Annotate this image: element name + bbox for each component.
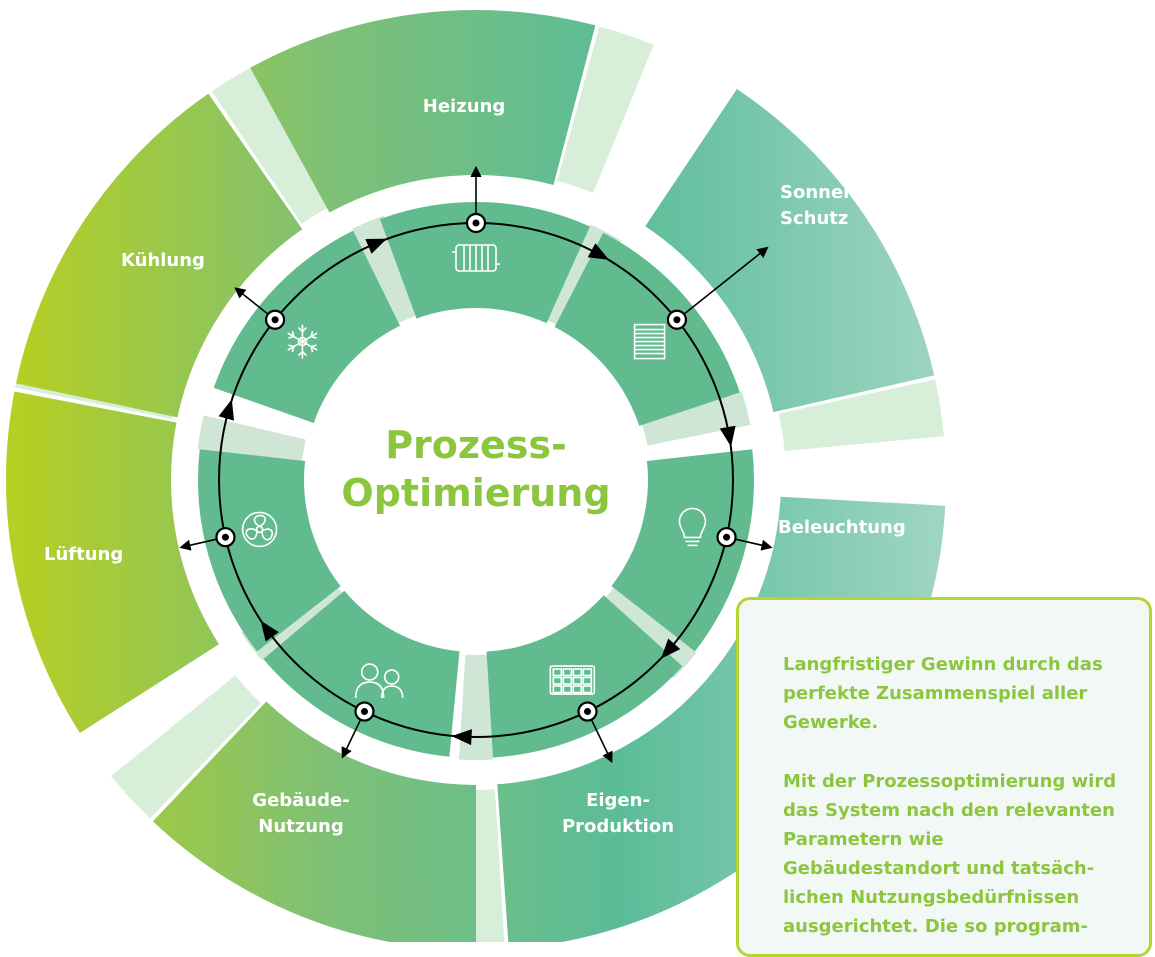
info-box: Langfristiger Gewinn durch das perfekte … [736, 597, 1152, 957]
connector-node-dot [584, 708, 592, 716]
outer-gap-gebaeudenutzung [111, 675, 261, 819]
cycle-arrow [660, 638, 681, 659]
label-lueftung: Lüftung [44, 544, 123, 565]
outer-segment-gebaeudenutzung [152, 701, 476, 942]
outer-gap-kuehlung [211, 62, 335, 224]
inner-segment-kuehlung [213, 230, 401, 423]
info-paragraph-1: Langfristiger Gewinn durch das perfekte … [783, 654, 1103, 733]
solar-panel-icon [549, 665, 596, 695]
label-eigenproduktion-line1: Eigen- [586, 790, 650, 811]
connector-arrow-sonnenschutz [676, 246, 769, 321]
cycle-arrow [365, 238, 387, 254]
inner-segment-eigenproduktion [486, 595, 683, 758]
blinds-icon [633, 323, 666, 360]
connector-node-dot [271, 316, 279, 324]
icons [241, 244, 707, 699]
label-sonnenschutz-line1: Sonnen- [780, 182, 863, 203]
center-title-line1: Prozess- [385, 423, 567, 467]
info-paragraph-2: Mit der Prozessoptimierung wird das Syst… [783, 771, 1117, 937]
inner-segment-beleuchtung [611, 449, 755, 652]
cycle-arrows [218, 238, 736, 746]
outer-gap-heizung [557, 26, 654, 194]
outer-segment-sonnenschutz [645, 89, 935, 413]
label-gebaeudenutzung-line1: Gebäude- [252, 790, 349, 811]
cycle-arrow [719, 425, 736, 447]
cycle-arrow [260, 620, 279, 642]
inner-segment-heizung [379, 202, 591, 324]
people-icon [354, 663, 404, 699]
label-eigenproduktion-line2: Produktion [562, 816, 674, 837]
center-title-line2: Optimierung [341, 471, 610, 515]
radiator-icon [452, 244, 500, 272]
inner-gap-beleuchtung [599, 587, 697, 679]
label-gebaeudenutzung-line2: Nutzung [258, 816, 343, 837]
connector-node-dot [673, 316, 681, 324]
inner-segment-lueftung [197, 449, 341, 652]
center-disc [306, 310, 646, 650]
connector-node-dot [360, 708, 368, 716]
outer-segment-lueftung [6, 391, 219, 734]
label-kuehlung: Kühlung [121, 250, 205, 271]
label-heizung: Heizung [423, 96, 505, 117]
label-beleuchtung: Beleuchtung [778, 517, 906, 538]
inner-gap-sonnenschutz [642, 391, 751, 446]
label-sonnenschutz-line2: Schutz [780, 208, 848, 229]
connector-node-dot [472, 219, 480, 227]
lightbulb-icon [678, 507, 707, 547]
outer-segment-heizung [250, 9, 596, 213]
connector-node-dot [221, 533, 229, 541]
fan-icon [241, 511, 278, 548]
connectors [179, 165, 773, 764]
outer-segment-kuehlung [16, 93, 303, 418]
snowflake-icon [287, 324, 318, 359]
connector-node-dot [723, 533, 731, 541]
outer-ring [6, 9, 946, 942]
cycle-arrow [451, 729, 472, 746]
outer-gap-sonnenschutz [778, 379, 944, 452]
cycle-arrow [218, 399, 235, 421]
cycle-arrow [587, 243, 610, 260]
